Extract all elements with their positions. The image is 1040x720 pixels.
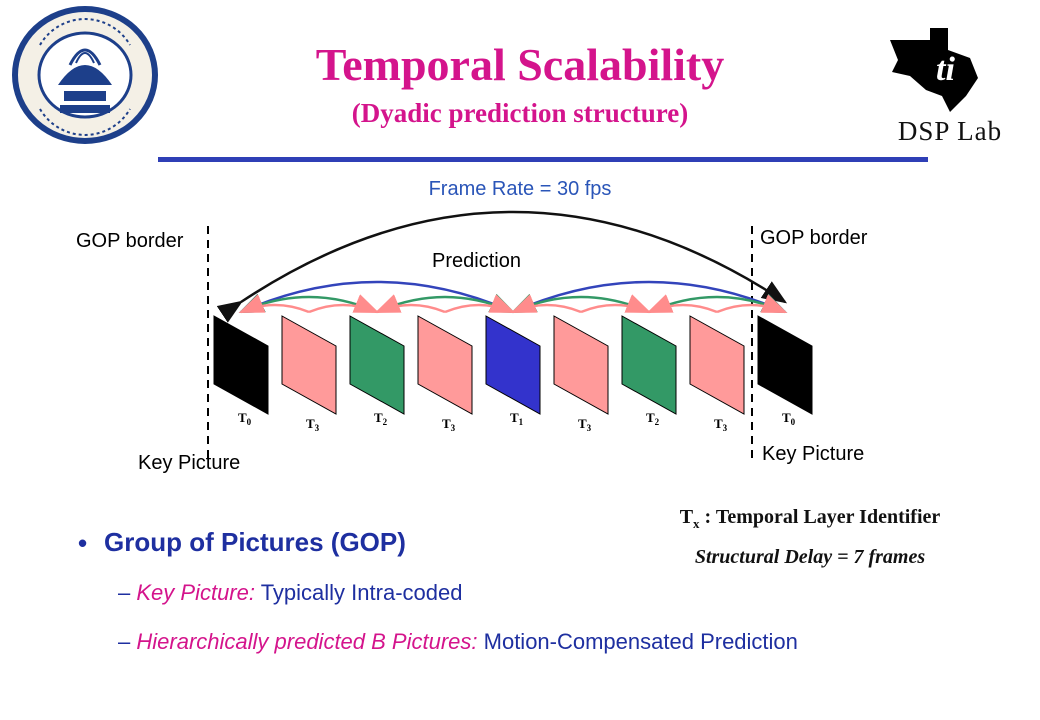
- key-picture-text: Typically Intra-coded: [254, 580, 463, 605]
- prediction-arrow-t0: [216, 210, 788, 323]
- frame-4: [485, 315, 541, 415]
- dash: –: [118, 629, 131, 654]
- prediction-arrow-t2-c: [510, 293, 650, 314]
- dsp-lab-label: DSP Lab: [897, 116, 1003, 146]
- layer-symbol: T: [679, 506, 694, 528]
- b-pictures-text: Motion-Compensated Prediction: [477, 629, 798, 654]
- frame-8: [757, 315, 813, 415]
- prediction-arrow-t1-right: [512, 280, 788, 314]
- prediction-arrow-t2-a: [238, 293, 378, 314]
- frame-layer-label-6: T2: [646, 410, 660, 427]
- gop-border-right-label: GOP border: [760, 227, 868, 249]
- prediction-arrow-t3-5: [580, 294, 652, 314]
- prediction-arrow-t1-left: [238, 280, 514, 314]
- frame-6: [621, 315, 677, 415]
- frame-1: [281, 315, 337, 415]
- key-picture-right-label: Key Picture: [762, 443, 865, 465]
- ti-texas-logo-icon: ti: [870, 20, 1030, 150]
- layer-symbol-sub: x: [693, 516, 700, 531]
- prediction-arrow-t3-0: [238, 294, 310, 314]
- frame-rate-label: Frame Rate = 30 fps: [428, 178, 612, 200]
- frame-layer-label-7: T3: [714, 416, 728, 433]
- frame-layer-label-0: T0: [238, 410, 252, 427]
- iit-bombay-emblem-icon: [10, 5, 160, 145]
- structural-delay-label: Structural Delay = 7 frames: [694, 546, 926, 568]
- bullet-b-pictures: – Hierarchically predicted B Pictures: M…: [118, 629, 798, 655]
- frame-layer-label-2: T2: [374, 410, 388, 427]
- key-picture-emphasis: Key Picture:: [136, 580, 255, 605]
- frame-layer-label-1: T3: [306, 416, 320, 433]
- dash: –: [118, 580, 131, 605]
- frame-0: [213, 315, 269, 415]
- prediction-arrow-t2-b: [376, 293, 516, 314]
- layer-identifier-text: : Temporal Layer Identifier: [699, 506, 941, 528]
- slide-title: Temporal Scalability: [315, 39, 725, 90]
- temporal-layer-legend: Tx : Temporal Layer Identifier: [600, 506, 1020, 532]
- prediction-label: Prediction: [432, 250, 521, 272]
- prediction-arrow-t3-7: [716, 294, 788, 314]
- bullet-marker: •: [78, 528, 88, 558]
- prediction-arrow-t2-d: [648, 293, 788, 314]
- slide-subtitle: (Dyadic prediction structure): [351, 98, 689, 128]
- frame-5: [553, 315, 609, 415]
- frame-layer-label-5: T3: [578, 416, 592, 433]
- prediction-arrow-t3-2: [374, 294, 446, 314]
- frame-layer-label-4: T1: [510, 410, 524, 427]
- frame-7: [689, 315, 745, 415]
- gop-heading: Group of Pictures (GOP): [104, 527, 406, 557]
- b-pictures-emphasis: Hierarchically predicted B Pictures:: [136, 629, 478, 654]
- frame-3: [417, 315, 473, 415]
- gop-border-left-label: GOP border: [76, 230, 184, 252]
- prediction-arrow-t3-1: [308, 294, 380, 314]
- key-picture-left-label: Key Picture: [138, 452, 241, 474]
- prediction-arrow-t3-4: [510, 294, 582, 314]
- bullet-key-picture: – Key Picture: Typically Intra-coded: [118, 580, 462, 606]
- frame-layer-label-8: T0: [782, 410, 796, 427]
- prediction-arrow-t3-6: [646, 294, 718, 314]
- prediction-arrow-t3-3: [444, 294, 516, 314]
- frame-layer-label-3: T3: [442, 416, 456, 433]
- frame-2: [349, 315, 405, 415]
- svg-text:ti: ti: [936, 51, 955, 88]
- title-divider: [158, 157, 928, 162]
